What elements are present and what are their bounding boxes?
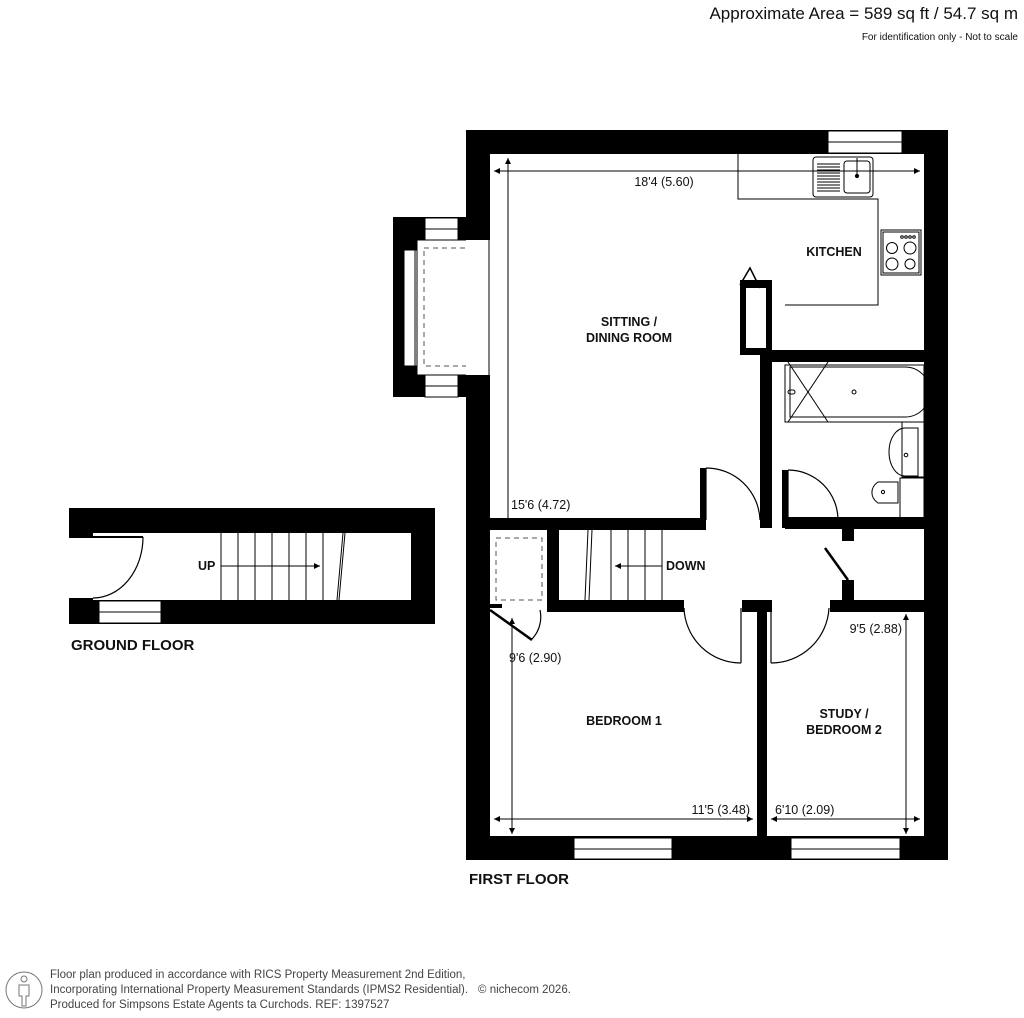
wall (700, 468, 706, 530)
ground-floor-label: GROUND FLOOR (71, 637, 194, 654)
doors (530, 467, 839, 664)
cupboard-door (823, 547, 850, 581)
toilet-icon (871, 477, 925, 519)
first-floor-label: FIRST FLOOR (469, 871, 569, 888)
sitting-width-dim: 18'4 (5.60) (634, 175, 693, 189)
cupboard-door (739, 266, 761, 289)
wall (760, 350, 772, 528)
wall (772, 350, 924, 362)
sitting-room-label-2: DINING ROOM (586, 331, 672, 345)
ground-stairs (220, 532, 346, 601)
wall (785, 517, 924, 529)
copyright: © nichecom 2026. (478, 984, 571, 996)
footer-line-1: Floor plan produced in accordance with R… (50, 969, 466, 981)
sitting-length-dim: 15'6 (4.72) (511, 498, 570, 512)
wall (830, 600, 924, 612)
bay-window (393, 217, 490, 398)
study-length-dim: 9'5 (2.88) (850, 622, 902, 636)
wall-right (924, 130, 948, 860)
bathtub-icon (784, 361, 931, 423)
stairs-down-label: DOWN (666, 559, 706, 573)
stairs-up-label: UP (198, 559, 215, 573)
bedroom1-label: BEDROOM 1 (586, 714, 662, 728)
approximate-area: Approximate Area = 589 sq ft / 54.7 sq m (709, 4, 1018, 23)
wall (547, 600, 684, 612)
study-width-dim: 6'10 (2.09) (775, 803, 834, 817)
sitting-room-label-1: SITTING / (601, 315, 658, 329)
wall-bed1-study (757, 600, 767, 840)
dimension-lines (494, 158, 920, 834)
study-label-2: BEDROOM 2 (806, 723, 882, 737)
footer-line-2: Incorporating International Property Mea… (50, 984, 469, 996)
cupboard (746, 288, 766, 348)
first-stairs (584, 529, 663, 601)
wall (842, 580, 854, 602)
wall (411, 508, 435, 624)
wall (69, 598, 93, 624)
bedroom1-length-dim: 9'6 (2.90) (509, 651, 561, 665)
footer-line-3: Produced for Simpsons Estate Agents ta C… (50, 999, 390, 1011)
bedroom1-width-dim: 11'5 (3.48) (692, 803, 750, 817)
front-door (92, 536, 144, 599)
wall (490, 518, 702, 530)
ground-floor: UP GROUND FLOOR (69, 508, 435, 654)
first-floor: DOWN 18'4 (5.60) 15'6 (4.72) SITTING / D… (393, 130, 948, 888)
hob-icon (880, 229, 922, 276)
wall (69, 508, 435, 533)
footer: Floor plan produced in accordance with R… (50, 968, 571, 1013)
washbasin-icon (888, 421, 925, 478)
disclaimer: For identification only - Not to scale (861, 32, 1018, 43)
airing-cupboard (495, 537, 543, 601)
wall (69, 508, 93, 538)
wall (547, 530, 559, 604)
person-icon (5, 971, 43, 1009)
wall (782, 470, 788, 528)
kitchen-label: KITCHEN (806, 245, 862, 259)
cupboard-door (489, 608, 533, 642)
sink-icon (817, 158, 860, 192)
study-label-1: STUDY / (819, 707, 869, 721)
wall (842, 529, 854, 541)
